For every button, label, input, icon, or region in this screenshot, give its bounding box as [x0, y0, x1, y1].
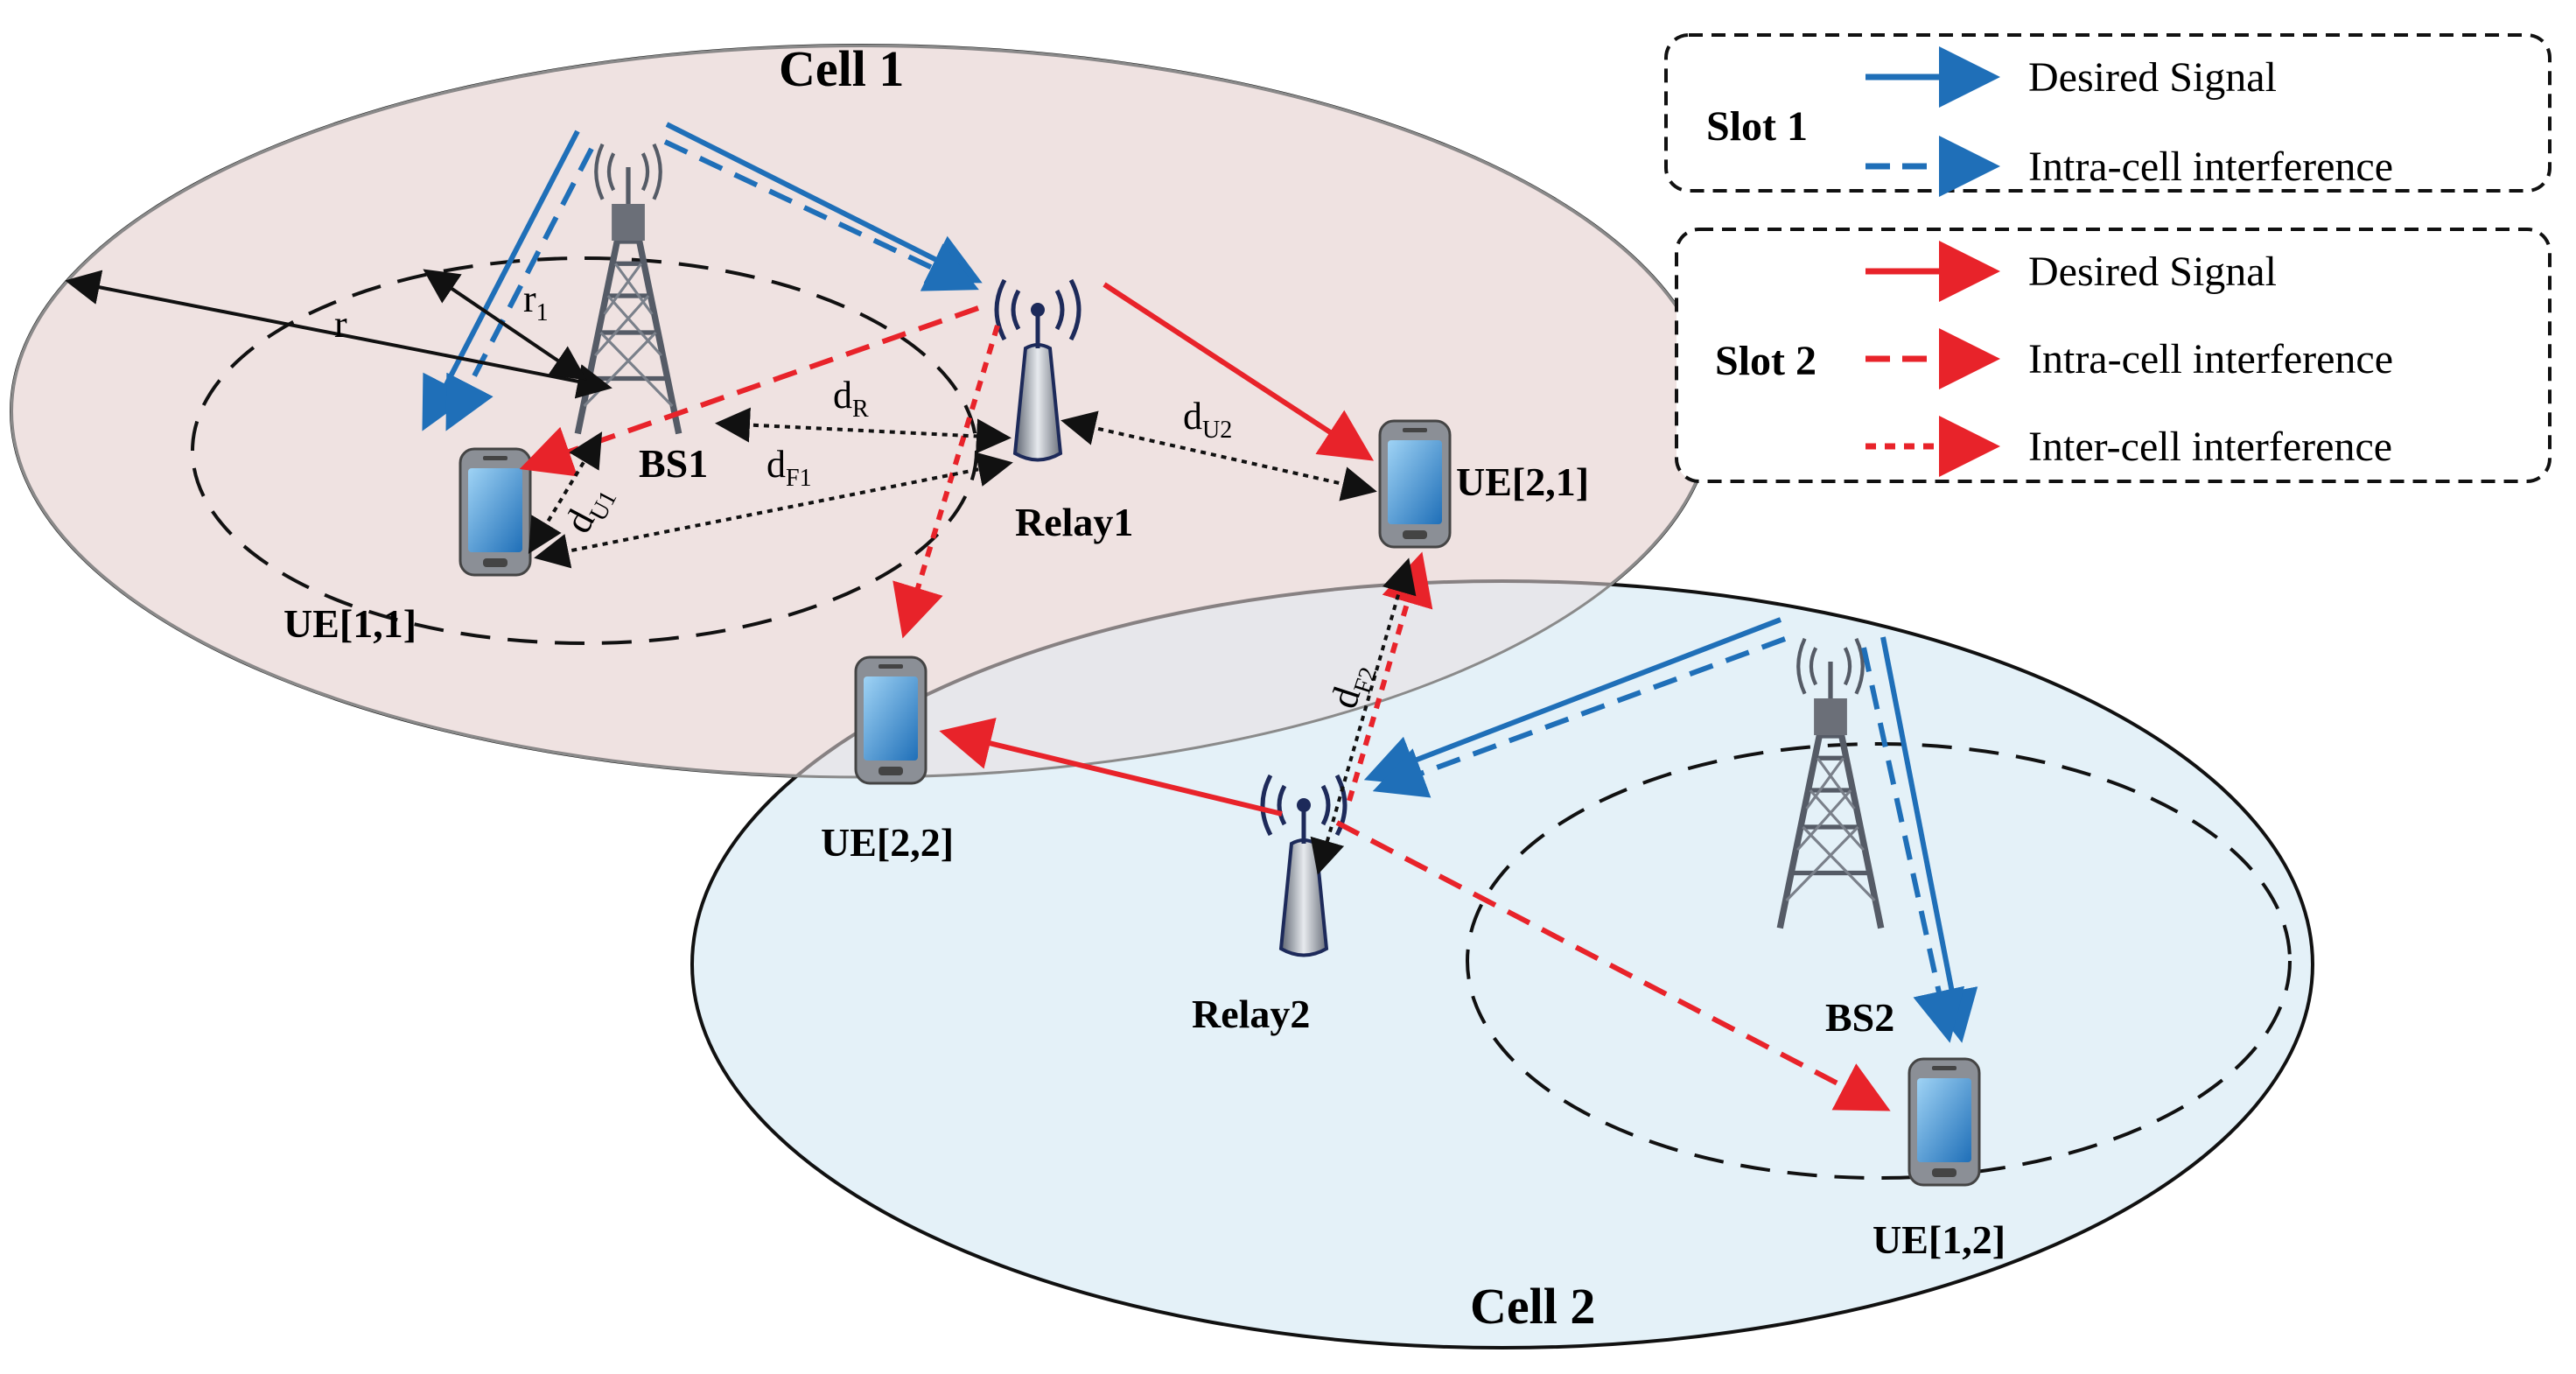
legend-slot2-intra-text: Intra-cell interference: [2028, 336, 2393, 382]
legend: Slot 1 Desired Signal Intra-cell interfe…: [1664, 33, 2552, 483]
dF1-label: dF1: [766, 443, 812, 492]
ue21-label: UE[2,1]: [1456, 459, 1589, 504]
dU2-label: dU2: [1183, 395, 1232, 444]
dU1-arrow: [528, 431, 603, 554]
legend-slot2-label: Slot 2: [1715, 338, 1816, 384]
ue11-phone-icon: [458, 447, 532, 577]
relay2-to-ue22-desired: [939, 718, 1283, 817]
ue12-label: UE[1,2]: [1872, 1217, 2006, 1262]
bs1-to-ue11-intracell: [445, 147, 594, 431]
bs2-label: BS2: [1825, 995, 1894, 1040]
bs2-to-relay2-intracell: [1372, 636, 1787, 798]
legend-slot2-box: [1675, 228, 2552, 483]
legend-slot1-desired-text: Desired Signal: [2028, 54, 2277, 101]
cell-2-label: Cell 2: [1470, 1278, 1595, 1335]
cell-2-inner-radius: [1466, 742, 2292, 1180]
ue12-phone-icon: [1908, 1057, 1981, 1187]
relay1-to-ue11-intracell: [519, 305, 979, 477]
bs1-label: BS1: [639, 441, 708, 486]
dR-arrow: [715, 407, 1012, 454]
radius-r1-label: r1: [523, 277, 549, 326]
legend-slot2-inter-text: Inter-cell interference: [2028, 424, 2392, 470]
legend-slot2-desired-text: Desired Signal: [2028, 249, 2277, 295]
ue21-phone-icon: [1378, 419, 1452, 549]
bs1-to-relay1-intracell: [663, 139, 979, 291]
relay2-label: Relay2: [1192, 992, 1310, 1036]
cell-1-label: Cell 1: [779, 40, 904, 97]
ue22-phone-icon: [854, 655, 928, 785]
bs2-to-ue12-intracell: [1861, 647, 1965, 1043]
bs2-to-ue12-desired: [1880, 636, 1978, 1043]
relay2-to-ue12-intracell: [1335, 820, 1891, 1111]
relay1-label: Relay1: [1015, 500, 1133, 544]
radius-r-label: r: [334, 303, 347, 346]
bs2-to-relay2-desired: [1363, 617, 1782, 786]
ue22-label: UE[2,2]: [821, 820, 954, 865]
radius-r1-arrow: [423, 269, 587, 381]
distance-markers: [65, 269, 1417, 875]
legend-slot1-label: Slot 1: [1706, 103, 1808, 150]
dR-label: dR: [833, 374, 869, 423]
legend-slot1-intra-text: Intra-cell interference: [2028, 144, 2393, 190]
ue11-label: UE[1,1]: [284, 601, 416, 646]
dF2-arrow: [1310, 557, 1417, 875]
